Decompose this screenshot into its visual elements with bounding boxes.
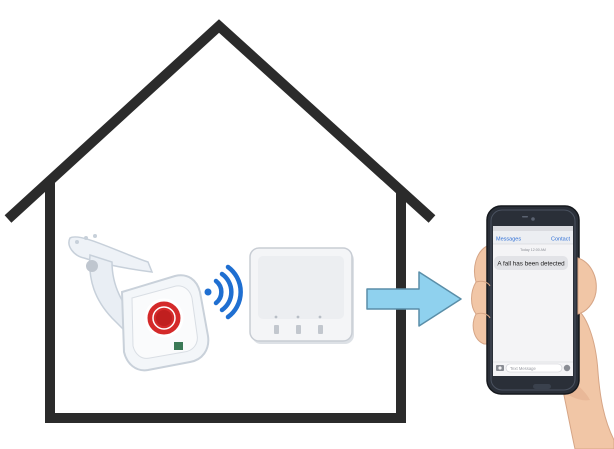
right-arrow-icon [366,271,462,327]
message-timestamp: Today 12:00 AM [520,248,546,252]
microphone-icon[interactable] [563,364,571,372]
wristband-device [68,234,210,372]
wifi-signal-icon [204,264,243,320]
smartphone: Messages Contact Today 12:00 AM A fall h… [486,205,580,395]
message-input-placeholder: Text Message [510,366,537,371]
phone-screen [493,226,573,376]
message-input[interactable] [505,363,563,373]
contact-link[interactable]: Contact [551,237,570,243]
house-outline [4,19,436,423]
message-text: A fall has been detected [497,261,565,268]
camera-icon[interactable] [496,365,504,371]
thumb [577,257,597,315]
message-bubble [494,256,568,270]
base-station-hub [249,247,354,344]
back-link[interactable]: Messages [496,237,521,243]
